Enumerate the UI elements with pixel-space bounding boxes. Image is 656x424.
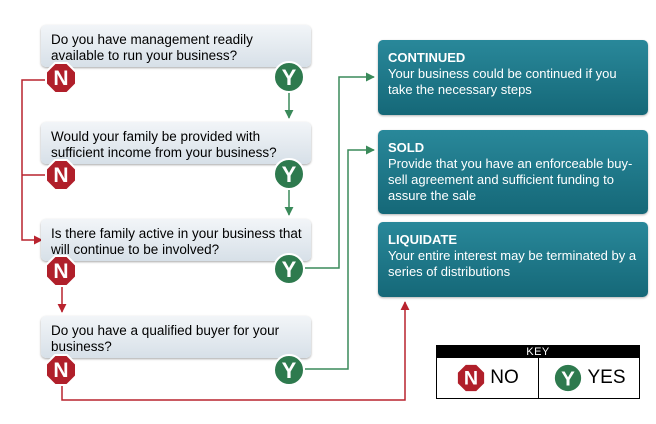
no-badge-icon: N: [456, 363, 487, 393]
yes-badge-icon: Y: [273, 61, 305, 93]
no-badge-icon: N: [45, 255, 77, 287]
legend-yes-label: YES: [587, 367, 626, 388]
svg-text:N: N: [464, 368, 478, 390]
svg-text:Y: Y: [282, 162, 297, 187]
arrow-q1-no-to-q3: [21, 79, 46, 245]
question-management: Do you have management readily available…: [41, 25, 311, 67]
svg-text:N: N: [53, 359, 68, 382]
legend-no: N NO: [437, 358, 538, 398]
outcome-liquidate: LIQUIDATE Your entire interest may be te…: [378, 222, 648, 297]
arrow-q4-no-to-liquidate: [61, 301, 410, 401]
legend-key: KEY N NO Y YES: [436, 345, 640, 399]
question-qualified-buyer: Do you have a qualified buyer for your b…: [41, 316, 311, 358]
no-badge-icon: N: [45, 62, 77, 94]
question-text: Is there family active in your business …: [51, 226, 302, 257]
svg-text:N: N: [53, 260, 68, 283]
legend-divider: [538, 358, 539, 398]
question-text: Do you have management readily available…: [51, 32, 253, 63]
outcome-body: Your entire interest may be terminated b…: [388, 248, 637, 279]
no-badge-icon: N: [45, 159, 77, 191]
question-family-income: Would your family be provided with suffi…: [41, 122, 311, 164]
no-badge-icon: N: [45, 354, 77, 386]
question-text: Would your family be provided with suffi…: [51, 129, 277, 160]
outcome-sold: SOLD Provide that you have an enforceabl…: [378, 130, 648, 214]
svg-text:Y: Y: [562, 368, 576, 391]
svg-text:N: N: [53, 164, 68, 187]
outcome-title: LIQUIDATE: [388, 232, 458, 247]
outcome-title: SOLD: [388, 140, 425, 155]
yes-badge-icon: Y: [273, 253, 305, 285]
outcome-body: Your business could be continued if you …: [388, 66, 617, 97]
outcome-body: Provide that you have an enforceable buy…: [388, 156, 633, 203]
svg-text:Y: Y: [282, 257, 297, 282]
yes-badge-icon: Y: [273, 158, 305, 190]
svg-text:Y: Y: [282, 65, 297, 90]
svg-text:N: N: [53, 67, 68, 90]
question-text: Do you have a qualified buyer for your b…: [51, 323, 280, 354]
yes-badge-icon: Y: [273, 354, 305, 386]
arrow-q3-yes-to-continued: [305, 72, 375, 269]
outcome-continued: CONTINUED Your business could be continu…: [378, 40, 648, 115]
arrow-q4-yes-to-sold: [305, 145, 375, 370]
question-family-active: Is there family active in your business …: [41, 219, 311, 261]
outcome-title: CONTINUED: [388, 50, 466, 65]
yes-badge-icon: Y: [553, 363, 584, 393]
svg-text:Y: Y: [282, 358, 297, 383]
legend-yes: Y YES: [539, 358, 640, 398]
legend-no-label: NO: [490, 367, 519, 388]
legend-title: KEY: [437, 346, 639, 358]
